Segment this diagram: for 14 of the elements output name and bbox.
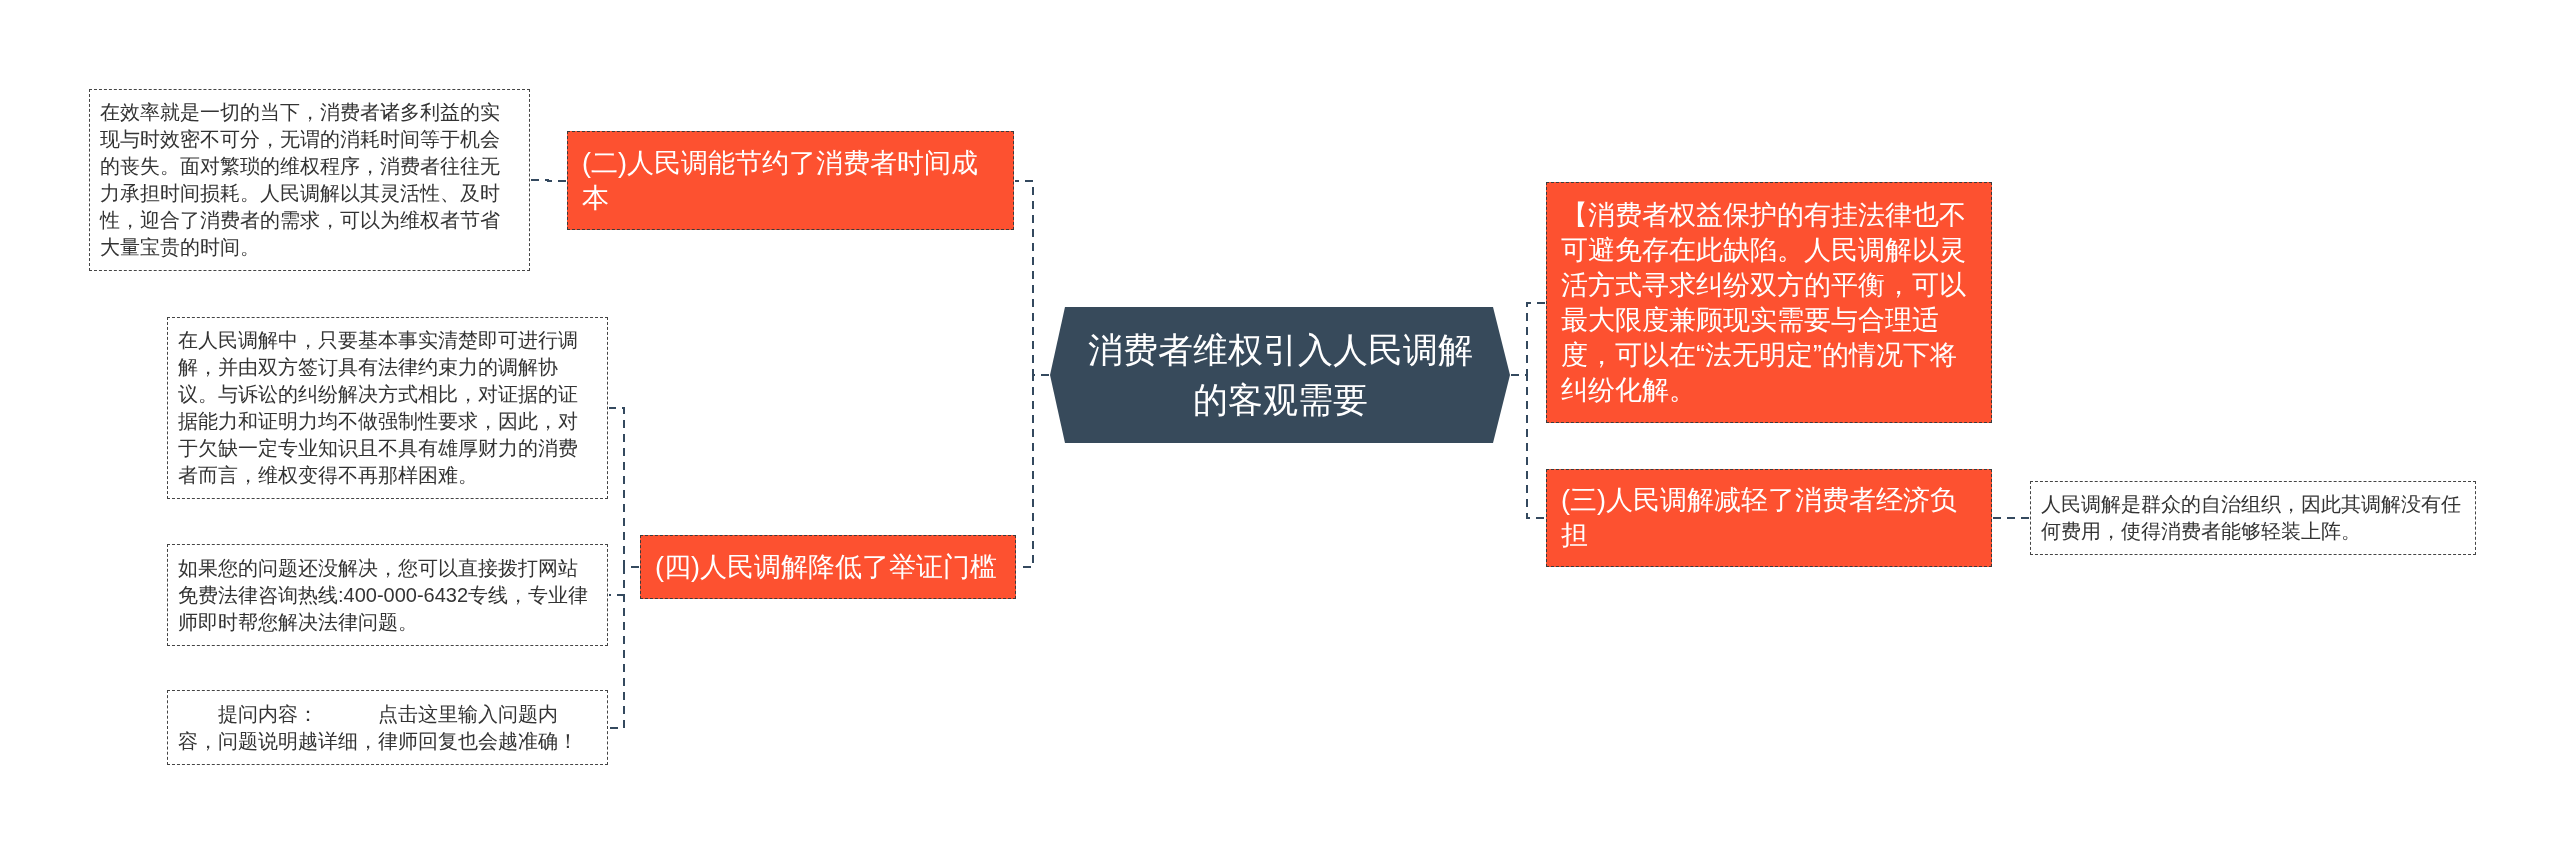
- note-box: 人民调解是群众的自治组织，因此其调解没有任何费用，使得消费者能够轻装上阵。: [2030, 481, 2476, 555]
- subtopic-box: 【消费者权益保护的有挂法律也不可避免存在此缺陷。人民调解以灵活方式寻求纠纷双方的平衡，可以最大限度兼顾现实需要与合理适度，可以在“法无明定”的情况下将纠纷化解。: [1546, 182, 1992, 423]
- central-topic-hexagon: 消费者维权引入人民调解的客观需要: [1050, 307, 1510, 443]
- note-box: 如果您的问题还没解决，您可以直接拨打网站免费法律咨询热线:400-000-6432专线，专业律师即时帮您解决法律问题。: [167, 544, 608, 646]
- connector-line: [608, 566, 640, 729]
- connector-line: [1510, 374, 1546, 519]
- subtopic-box: (三)人民调解减轻了消费者经济负担: [1546, 469, 1992, 567]
- connector-line: [1992, 517, 2030, 519]
- subtopic-box: (二)人民调能节约了消费者时间成本: [567, 131, 1014, 230]
- connector-line: [530, 179, 567, 182]
- note-box: 在效率就是一切的当下，消费者诸多利益的实现与时效密不可分，无谓的消耗时间等于机会的丧失。面对繁琐的维权程序，消费者往往无力承担时间损耗。人民调解以其灵活性、及时性，迎合了消费者的需求，可以为维权者节省大量宝贵的时间。: [89, 89, 530, 271]
- note-box: 在人民调解中，只要基本事实清楚即可进行调解，并由双方签订具有法律约束力的调解协议。与诉讼的纠纷解决方式相比，对证据的证据能力和证明力均不做强制性要求，因此，对于欠缺一定专业知识且不具有雄厚财力的消费者而言，维权变得不再那样困难。: [167, 317, 608, 499]
- note-box: 提问内容： 点击这里输入问题内容，问题说明越详细，律师回复也会越准确！: [167, 690, 608, 765]
- subtopic-box: (四)人民调解降低了举证门槛: [640, 535, 1016, 599]
